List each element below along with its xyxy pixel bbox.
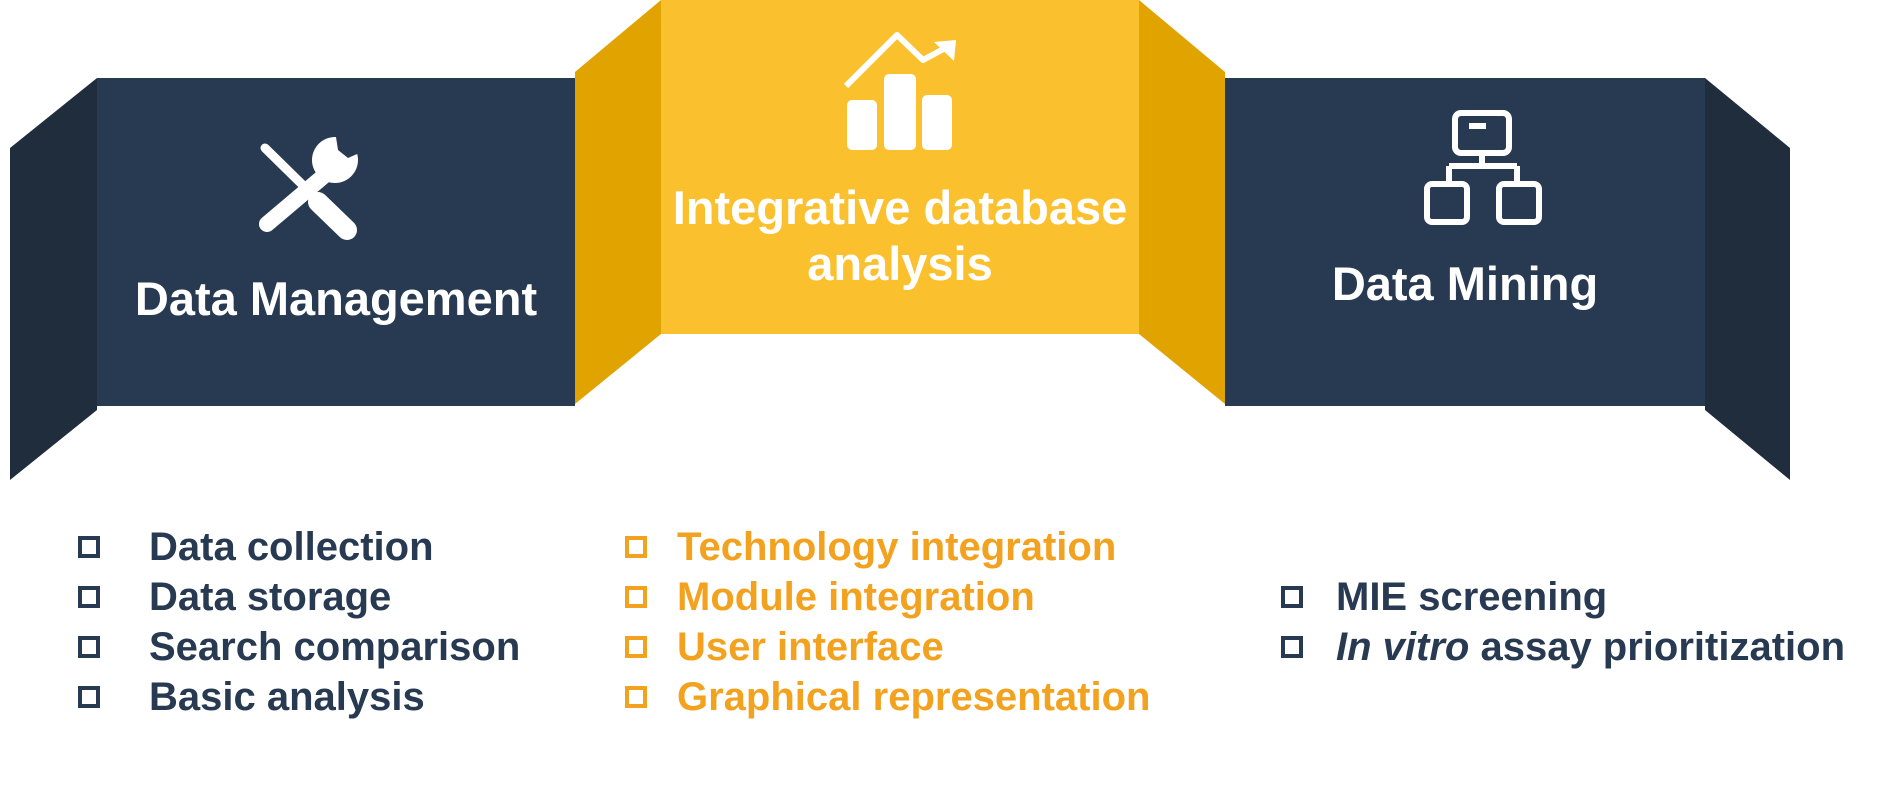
list-item: Module integration <box>625 572 1185 622</box>
integration-list: Technology integration Module integratio… <box>625 522 1185 722</box>
list-item: MIE screening <box>1281 572 1871 622</box>
list-item-label: User interface <box>677 625 944 669</box>
data-management-title: Data Management <box>134 272 538 325</box>
checkbox-icon <box>625 636 647 658</box>
list-item-label: Search comparison <box>149 625 521 669</box>
integrative-analysis-title: Integrative database analysis <box>641 180 1159 293</box>
checkbox-icon <box>78 636 100 658</box>
integrative-analysis-panel <box>661 0 1139 334</box>
checkbox-icon <box>78 686 100 708</box>
list-item-label: In vitro assay prioritization <box>1336 622 1845 672</box>
hierarchy-network-icon <box>1424 110 1542 225</box>
list-item: In vitro assay prioritization <box>1281 622 1871 672</box>
list-item-label-italic: In vitro <box>1336 625 1470 669</box>
data-mining-title: Data Mining <box>1331 257 1599 310</box>
checkbox-icon <box>625 586 647 608</box>
list-item: Graphical representation <box>625 672 1185 722</box>
list-item: Data storage <box>78 572 578 622</box>
checkbox-icon <box>1281 586 1303 608</box>
integrative-analysis-title-line1: Integrative database <box>672 181 1128 234</box>
center-left-fold <box>575 0 661 404</box>
data-management-panel <box>97 78 575 406</box>
checkbox-icon <box>78 586 100 608</box>
list-item: Search comparison <box>78 622 578 672</box>
checkbox-icon <box>625 536 647 558</box>
checkbox-icon <box>78 536 100 558</box>
center-right-fold <box>1139 0 1225 404</box>
list-item-label: Data storage <box>149 575 392 619</box>
list-item-label: Basic analysis <box>149 675 425 719</box>
bar-chart-trend-icon <box>843 32 956 150</box>
list-item: Basic analysis <box>78 672 578 722</box>
right-fold <box>1705 78 1790 480</box>
list-item-label: MIE screening <box>1336 575 1608 619</box>
list-item-label: Module integration <box>677 575 1035 619</box>
list-item-label: Data collection <box>149 525 434 569</box>
left-fold <box>10 78 97 480</box>
wrench-jaw-icon <box>336 137 364 158</box>
data-mining-panel <box>1225 78 1705 406</box>
list-item: Technology integration <box>625 522 1185 572</box>
checkbox-icon <box>1281 636 1303 658</box>
checkbox-icon <box>625 686 647 708</box>
integrative-analysis-title-line2: analysis <box>807 237 993 291</box>
list-item-label: Technology integration <box>677 525 1117 569</box>
list-item-label-rest: assay prioritization <box>1469 625 1846 669</box>
data-management-list: Data collection Data storage Search comp… <box>78 522 578 722</box>
list-item: Data collection <box>78 522 578 572</box>
data-mining-list: MIE screening In vitro assay prioritizat… <box>1281 572 1871 672</box>
list-item: User interface <box>625 622 1185 672</box>
list-item-label: Graphical representation <box>677 675 1151 719</box>
